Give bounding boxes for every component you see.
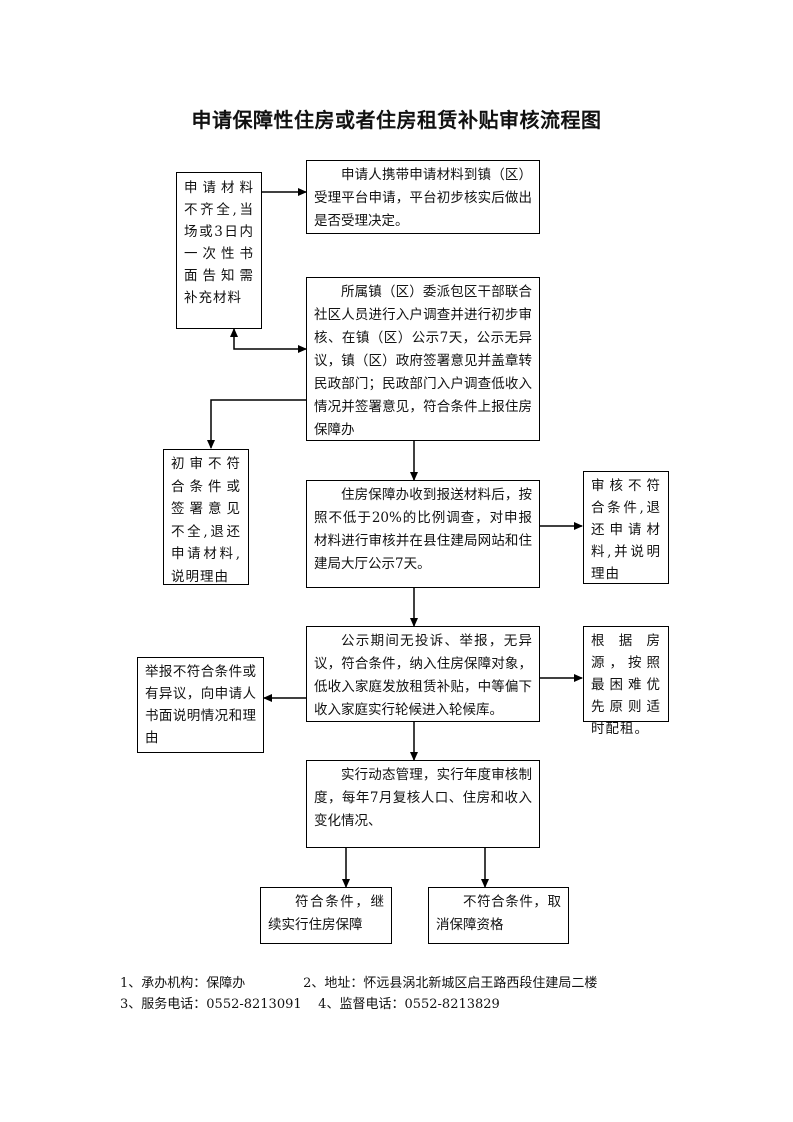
continue-qualified-box: 符合条件，继续实行住房保障 (260, 887, 392, 944)
arrow-incomplete-township (230, 328, 307, 353)
footer-line-1: 1、承办机构：保障办 2、地址：怀远县涡北新城区启王路西段住建局二楼 (120, 976, 598, 991)
arrow-township-to-reject (207, 399, 306, 449)
footer-line-2: 3、服务电话：0552-8213091 4、监督电话：0552-8213829 (120, 997, 500, 1012)
dynamic-management-box: 实行动态管理，实行年度审核制度，每年7月复核人口、住房和收入变化情况、 (306, 760, 540, 848)
incomplete-materials-box: 申请材料不齐全,当场或3日内一次性书面告知需补充材料 (176, 172, 262, 329)
page-title: 申请保障性住房或者住房租赁补贴审核流程图 (191, 108, 602, 132)
township-review-box: 所属镇（区）委派包区干部联合社区人员进行入户调查并进行初步审核、在镇（区）公示7… (306, 277, 540, 441)
initial-reject-box: 初审不符合条件或签署意见不全,退还申请材料,说明理由 (163, 449, 249, 585)
housing-office-review-box: 住房保障办收到报送材料后，按照不低于20%的比例调查，对申报材料进行审核并在县住… (306, 480, 540, 588)
cancel-qualification-box: 不符合条件，取消保障资格 (428, 887, 569, 944)
publicity-pass-box: 公示期间无投诉、举报，无异议，符合条件，纳入住房保障对象，低收入家庭发放租赁补贴… (306, 626, 540, 722)
allocation-box: 根据房源，按照最困难优先原则适时配租。 (583, 626, 669, 737)
review-reject-box: 审核不符合条件,退还申请材料,并说明理由 (583, 471, 669, 584)
report-reject-box: 举报不符合条件或有异议，向申请人书面说明情况和理由 (137, 657, 264, 753)
apply-platform-box: 申请人携带申请材料到镇（区）受理平台申请，平台初步核实后做出是否受理决定。 (306, 160, 540, 234)
